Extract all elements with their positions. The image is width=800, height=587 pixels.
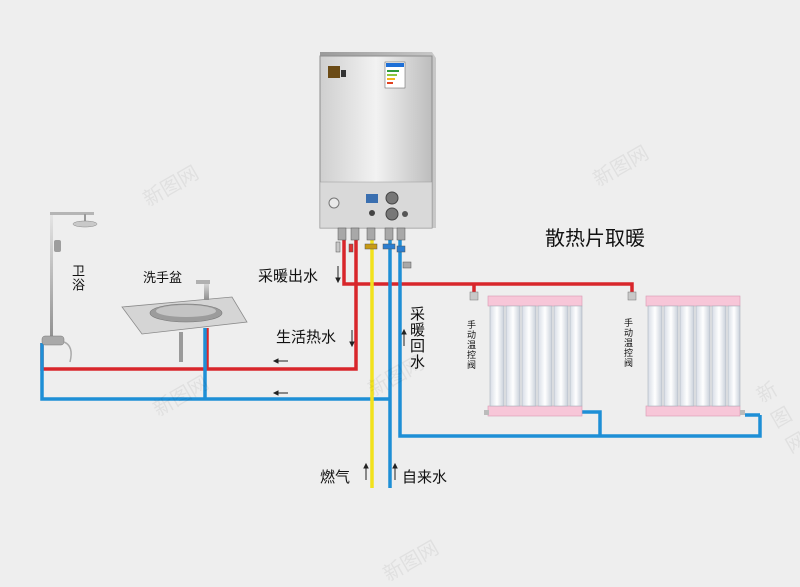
flow-arrows [272, 266, 407, 480]
radiator-right [627, 291, 745, 417]
boiler-logo [328, 66, 346, 78]
diagram-title: 散热片取暖 [545, 226, 645, 250]
label-valve-right: 手动温控阀 [622, 318, 632, 368]
wall-hung-boiler [319, 52, 436, 269]
shower-fixture [41, 212, 98, 363]
label-heating-out: 采暖出水 [258, 267, 319, 285]
label-valve-left: 手动温控阀 [465, 320, 475, 370]
label-bathroom: 卫浴 [69, 264, 84, 292]
radiator-left [469, 291, 583, 417]
wash-basin [121, 280, 248, 362]
diagram-canvas [40, 52, 762, 488]
label-heating-return: 采暖回水 [408, 306, 426, 370]
label-gas: 燃气 [320, 468, 351, 486]
boiler-valves [335, 227, 412, 269]
label-domestic-hot-water: 生活热水 [276, 328, 337, 346]
energy-label [384, 61, 406, 89]
label-sink: 洗手盆 [143, 271, 183, 286]
label-tap-water: 自来水 [402, 468, 448, 486]
boiler-control-panel [328, 191, 408, 221]
